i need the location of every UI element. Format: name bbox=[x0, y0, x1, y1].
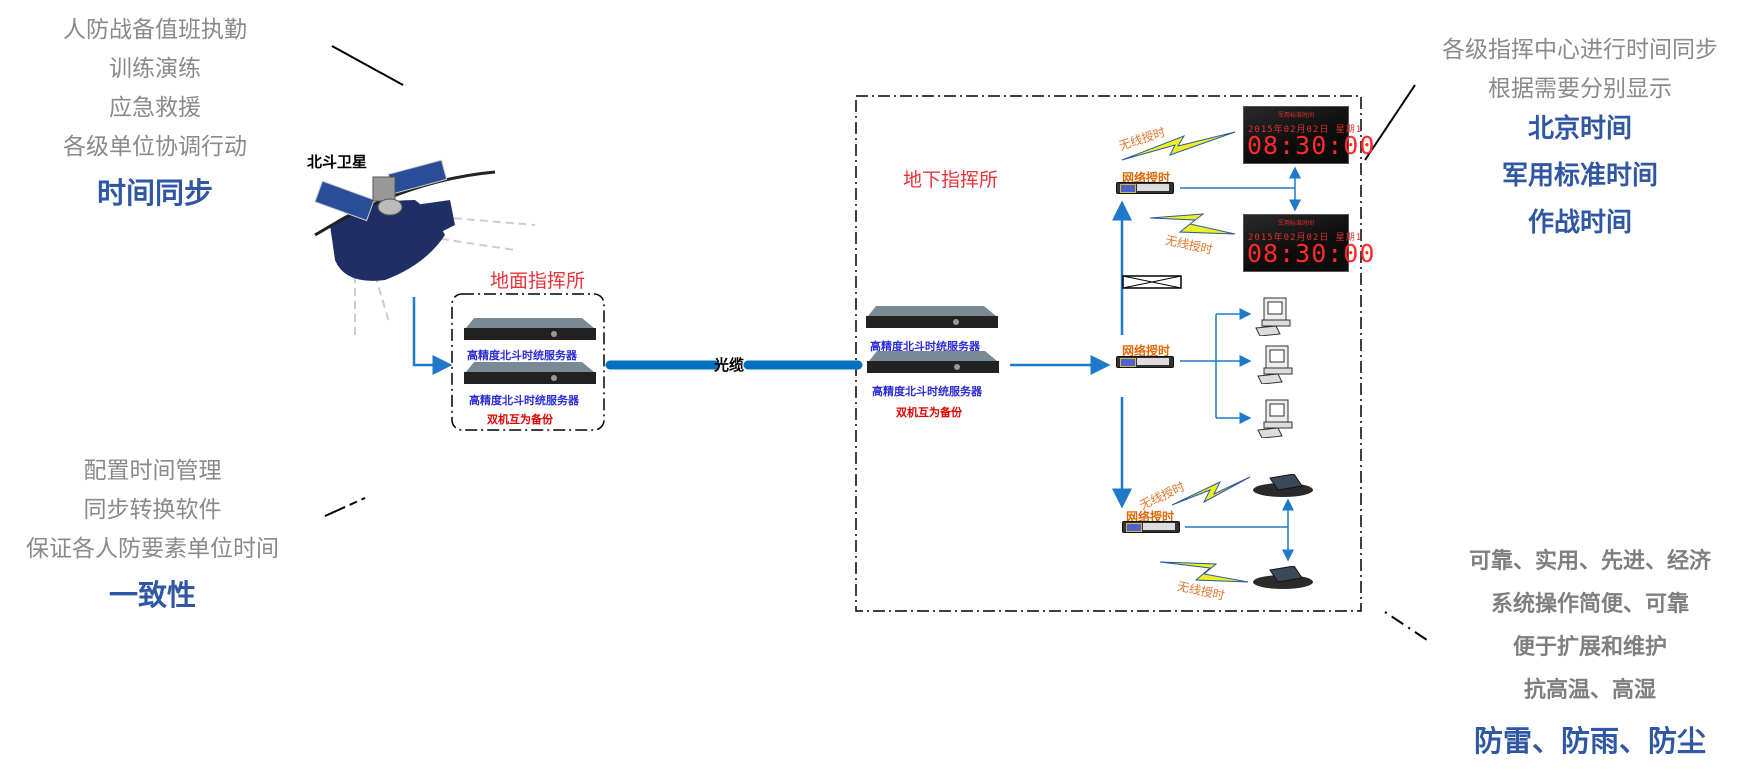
computer-icon-2 bbox=[1257, 345, 1293, 384]
bottom-network-switch-icon bbox=[1122, 521, 1180, 533]
lightning-icon-1 bbox=[1121, 131, 1236, 161]
tablet-terminal-icon-2 bbox=[1253, 566, 1313, 589]
underground-server-2-label: 高精度北斗时统服务器 bbox=[872, 385, 982, 398]
left-top-line-2: 训练演练 bbox=[109, 56, 201, 82]
left-top-highlight: 时间同步 bbox=[96, 176, 213, 210]
left-bottom-line-3: 保证各人防要素单位时间 bbox=[26, 536, 279, 562]
ground-backup-note: 双机互为备份 bbox=[487, 413, 553, 426]
underground-server-1-label: 高精度北斗时统服务器 bbox=[870, 340, 980, 353]
middle-switch-label: 网络授时 bbox=[1122, 344, 1171, 358]
ground-station-title: 地面指挥所 bbox=[490, 270, 586, 292]
right-top-line-2: 根据需要分别显示 bbox=[1488, 76, 1672, 102]
right-top-highlight-3: 作战时间 bbox=[1527, 208, 1632, 238]
ground-server-1-label: 高精度北斗时统服务器 bbox=[467, 349, 577, 362]
middle-network-switch-icon bbox=[1116, 356, 1174, 368]
left-top-line-3: 应急救援 bbox=[109, 95, 201, 121]
satellite-label: 北斗卫星 bbox=[307, 153, 368, 171]
callout-line-bottom-right bbox=[1384, 611, 1428, 641]
lightning-icon-2 bbox=[1149, 213, 1236, 235]
left-bottom-line-1: 配置时间管理 bbox=[83, 458, 222, 484]
underground-station-title: 地下指挥所 bbox=[903, 169, 999, 191]
callout-line-bottom-left bbox=[324, 497, 366, 517]
lightning-icon-4 bbox=[1159, 561, 1249, 583]
clock-2-date: 2015年02月02日 星期1 bbox=[1248, 233, 1363, 243]
clock-display-1: 军用标准时间 2015年02月02日 星期1 08:30:00 bbox=[1243, 106, 1374, 164]
right-top-line-1: 各级指挥中心进行时间同步 bbox=[1442, 37, 1718, 63]
right-top-highlight-2: 军用标准时间 bbox=[1501, 161, 1658, 191]
right-bottom-highlight: 防雷、防雨、防尘 bbox=[1473, 724, 1706, 758]
left-bottom-line-2: 同步转换软件 bbox=[83, 497, 222, 523]
right-top-highlight-1: 北京时间 bbox=[1527, 114, 1632, 144]
clock-1-title: 军用标准时间 bbox=[1277, 112, 1314, 119]
clock-1-date: 2015年02月02日 星期1 bbox=[1248, 125, 1363, 135]
right-bottom-line-2: 系统操作简便、可靠 bbox=[1490, 592, 1689, 617]
underground-backup-note: 双机互为备份 bbox=[896, 406, 962, 419]
beidou-satellite-illustration bbox=[305, 155, 536, 335]
satellite-icon bbox=[314, 159, 536, 335]
right-bottom-line-4: 抗高温、高湿 bbox=[1523, 678, 1656, 703]
callout-line-top-right bbox=[1364, 84, 1416, 161]
clock-2-title: 军用标准时间 bbox=[1277, 220, 1314, 227]
left-bottom-highlight: 一致性 bbox=[108, 578, 196, 612]
clock-1-time: 08:30:00 bbox=[1247, 131, 1376, 160]
clock-2-time: 08:30:00 bbox=[1247, 239, 1376, 268]
left-top-line-1: 人防战备值班执勤 bbox=[63, 17, 247, 43]
top-switch-label: 网络授时 bbox=[1122, 171, 1171, 185]
underground-server-2-icon bbox=[867, 351, 999, 373]
fiber-cable-label: 光缆 bbox=[714, 356, 745, 374]
ground-server-2-label: 高精度北斗时统服务器 bbox=[469, 394, 579, 407]
underground-station-boundary bbox=[855, 95, 1362, 612]
lightning-icon-3 bbox=[1171, 476, 1251, 506]
bottom-switch-label: 网络授时 bbox=[1126, 510, 1175, 524]
computer-icon-3 bbox=[1257, 399, 1293, 438]
computer-icon-1 bbox=[1255, 297, 1291, 336]
right-bottom-line-1: 可靠、实用、先进、经济 bbox=[1468, 549, 1711, 574]
left-top-line-4: 各级单位协调行动 bbox=[63, 134, 247, 160]
underground-server-1-icon bbox=[866, 306, 998, 328]
top-network-switch-icon bbox=[1116, 182, 1174, 194]
satellite-link-line bbox=[412, 297, 453, 375]
ground-server-2-icon bbox=[464, 362, 596, 384]
tablet-terminal-icon-1 bbox=[1253, 474, 1313, 497]
callout-line-top-left bbox=[331, 45, 404, 86]
clock-display-2: 军用标准时间 2015年02月02日 星期1 08:30:00 bbox=[1243, 214, 1374, 272]
right-bottom-line-3: 便于扩展和维护 bbox=[1512, 635, 1667, 660]
ground-server-1-icon bbox=[464, 318, 596, 340]
